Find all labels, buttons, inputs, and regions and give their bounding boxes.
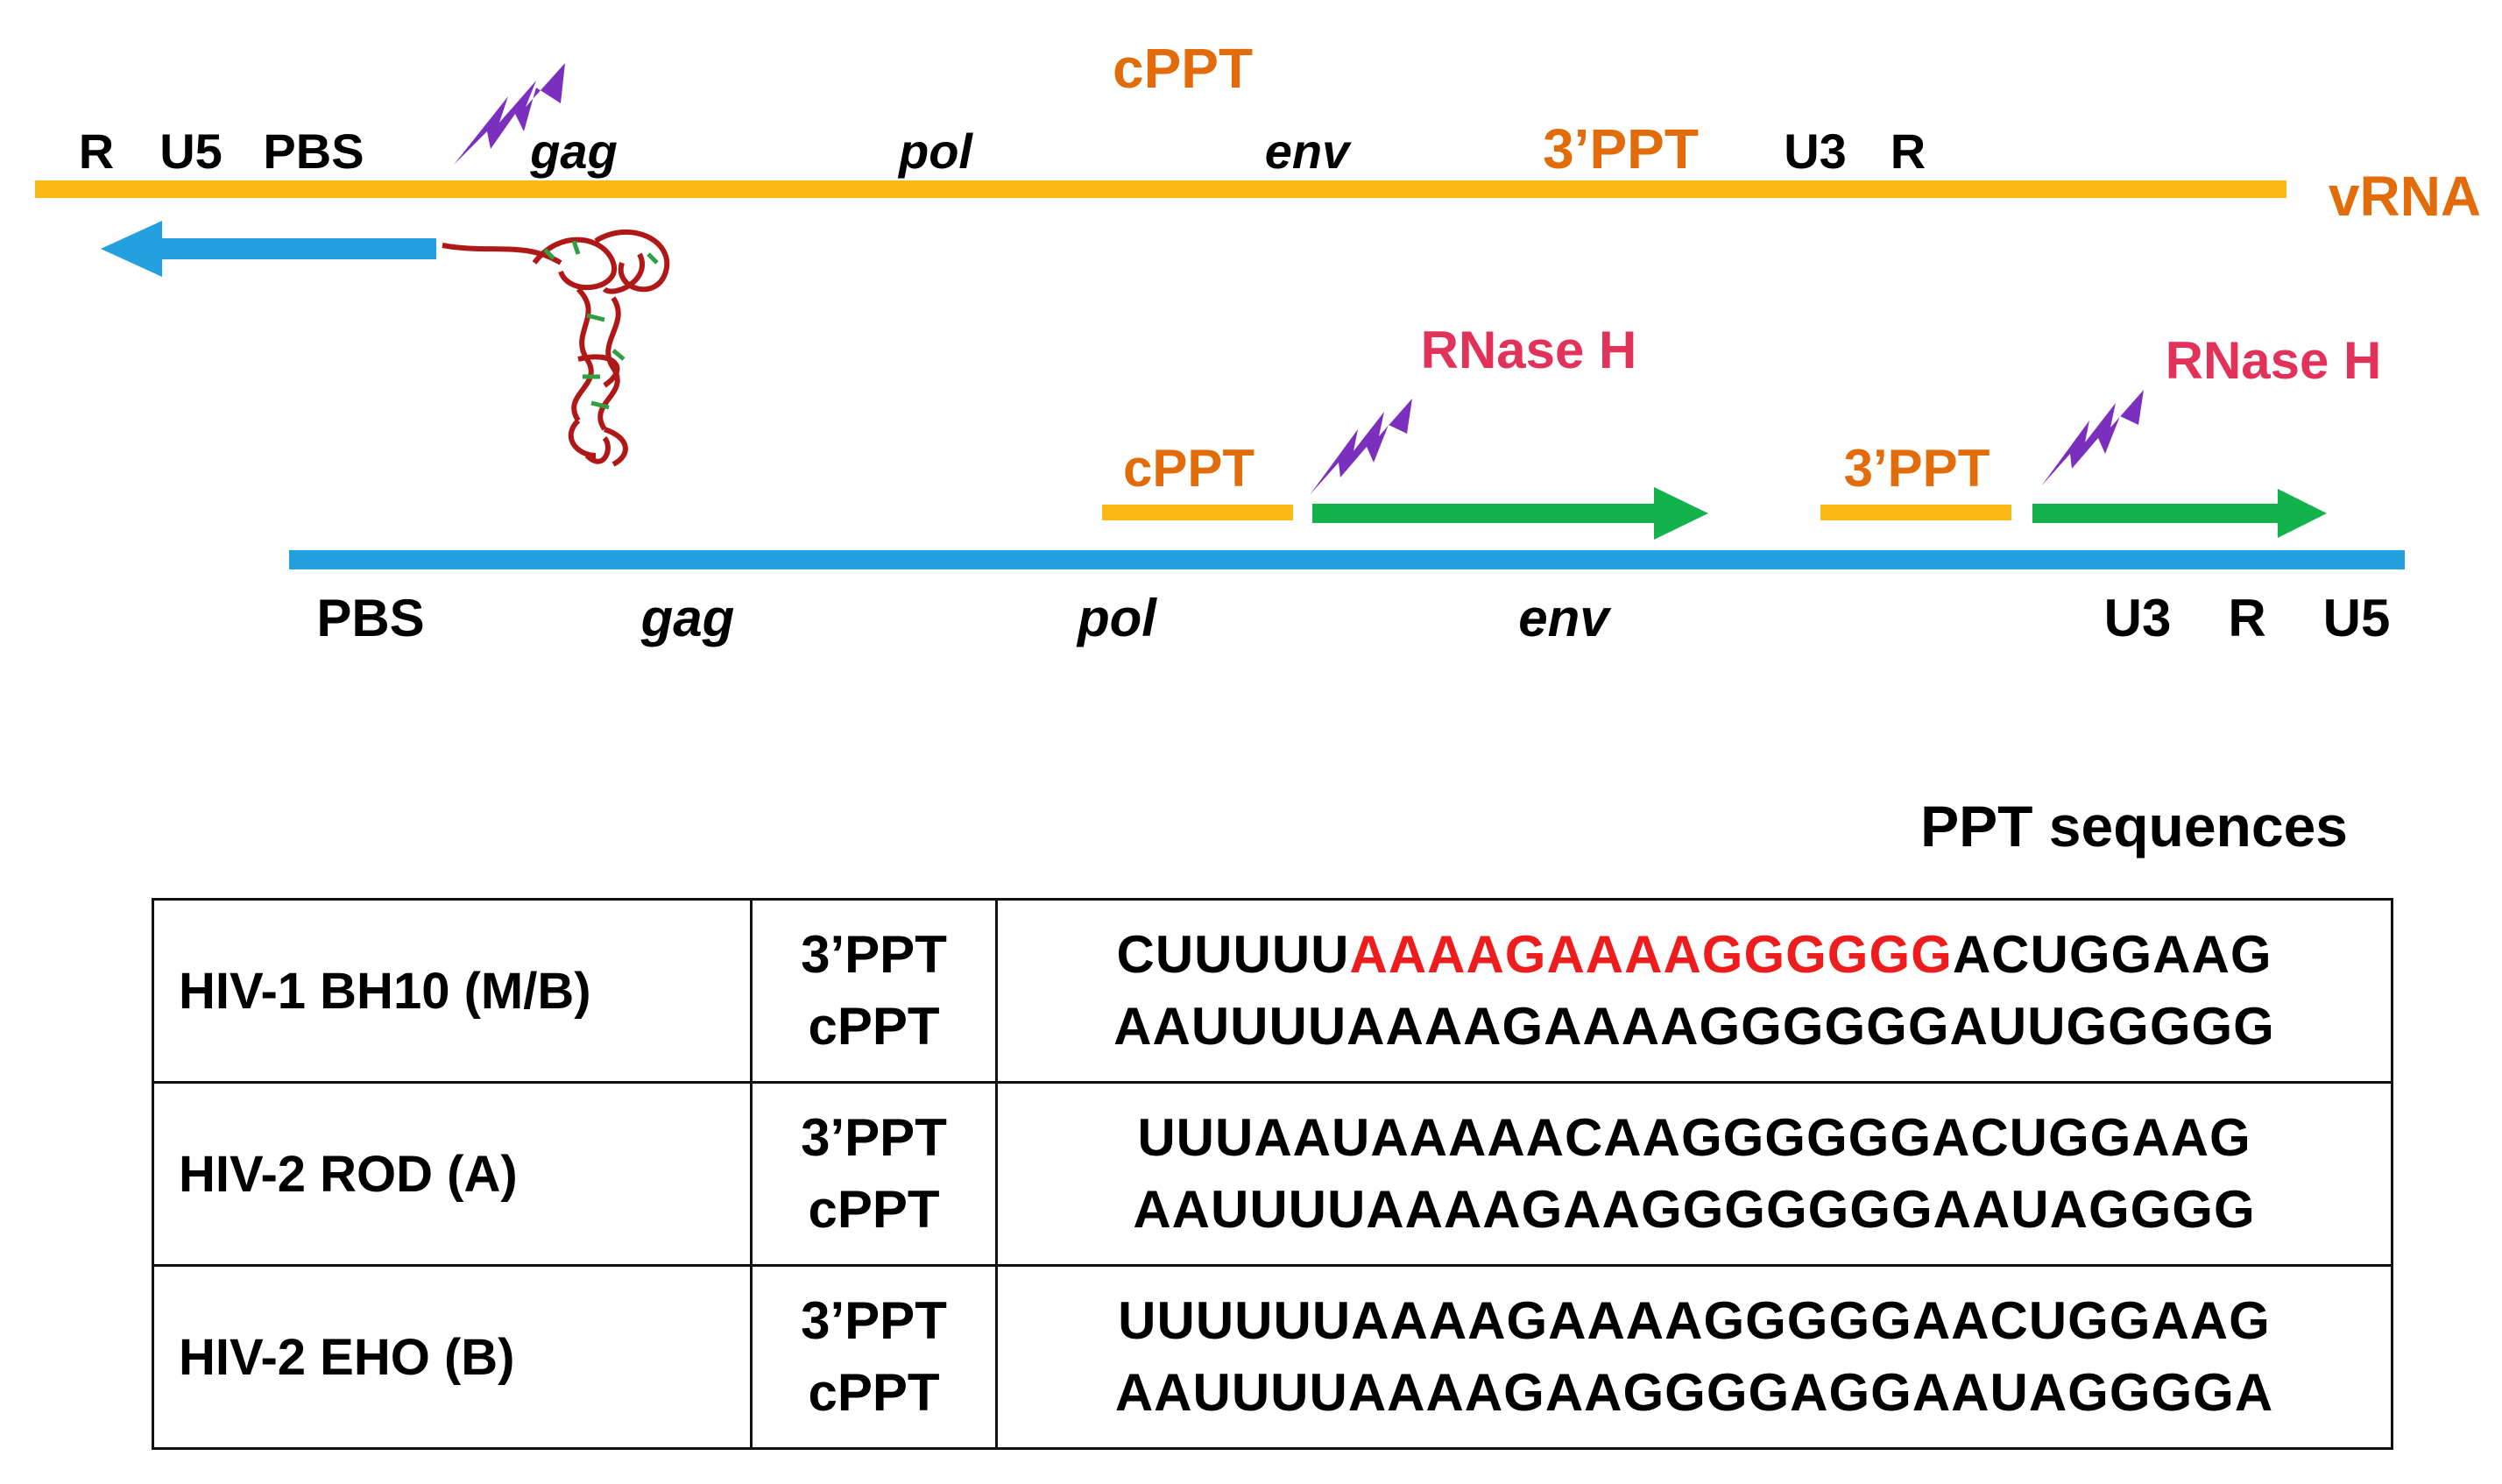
dna-label-gag: gag	[640, 589, 735, 647]
ppt-type-cppt: cPPT	[808, 997, 940, 1056]
arrow-right-icon	[1312, 487, 1708, 540]
table-row: HIV-2 EHO (B) 3’PPT cPPT UUUUUUAAAAGAAAA…	[152, 1264, 2393, 1450]
3ppt-primer-label: 3’PPT	[1844, 439, 1990, 498]
ppt-type-cppt: cPPT	[808, 1363, 940, 1422]
sequence-cppt: AAUUUUAAAAGAAGGGGGGGAAUAGGGG	[1133, 1180, 2256, 1239]
sequence-prefix: CUUUUU	[1116, 925, 1350, 984]
ppt-type-cppt: cPPT	[808, 1180, 940, 1239]
trna-structure-icon	[442, 230, 670, 467]
lightning-icon-rnase-1	[1310, 399, 1412, 495]
sequence-highlight: AAAAGAAAAGGGGGG	[1349, 925, 1953, 984]
ppt-type-3ppt: 3’PPT	[801, 1291, 947, 1350]
3ppt-primer	[1820, 505, 2011, 520]
vrna-label-env: env	[1265, 124, 1352, 179]
sequence-3ppt: UUUUUUAAAAGAAAAGGGGGAACUGGAAG	[1118, 1291, 2271, 1350]
cppt-primer	[1102, 505, 1293, 520]
vrna-label-r2: R	[1891, 124, 1926, 179]
ppt-type-3ppt: 3’PPT	[801, 1108, 947, 1167]
ppt-type-cell: 3’PPT cPPT	[750, 1264, 998, 1450]
vrna-label-r: R	[79, 124, 114, 179]
vrna-label-pol: pol	[897, 124, 973, 179]
ppt-table-title: PPT sequences	[1920, 794, 2348, 859]
dna-label-u5: U5	[2323, 589, 2391, 647]
vrna-strand-label: vRNA	[2329, 165, 2481, 228]
arrow-left-icon	[101, 221, 436, 277]
dna-label-env: env	[1518, 589, 1612, 647]
table-row: HIV-2 ROD (A) 3’PPT cPPT UUUAAUAAAAACAAG…	[152, 1081, 2393, 1267]
strain-cell: HIV-2 EHO (B)	[152, 1264, 753, 1450]
vrna-label-3ppt: 3’PPT	[1543, 117, 1699, 180]
vrna-label-gag: gag	[529, 124, 618, 179]
dna-label-pol: pol	[1076, 589, 1157, 647]
rnase-h-label-2: RNase H	[2166, 331, 2382, 390]
table-row: HIV-1 BH10 (M/B) 3’PPT cPPT CUUUUUAAAAGA…	[152, 898, 2393, 1084]
trna-basepairs	[543, 240, 659, 410]
ppt-type-cell: 3’PPT cPPT	[750, 1081, 998, 1267]
sequence-cell: CUUUUUAAAAGAAAAGGGGGGACUGGAAG AAUUUUAAAA…	[995, 898, 2393, 1084]
vrna-label-pbs: PBS	[263, 124, 364, 179]
arrow-right-icon-2	[2032, 489, 2327, 538]
sequence-suffix: ACUGGAAG	[1952, 925, 2272, 984]
vrna-top-label: cPPT	[1113, 37, 1253, 100]
ppt-type-cell: 3’PPT cPPT	[750, 898, 998, 1084]
sequence-3ppt: CUUUUUAAAAGAAAAGGGGGGACUGGAAG	[998, 919, 2391, 991]
lightning-icon	[454, 63, 565, 165]
dna-label-u3: U3	[2104, 589, 2172, 647]
ppt-type-3ppt: 3’PPT	[801, 925, 947, 984]
dna-strand	[289, 550, 2405, 569]
sequence-cppt: AAUUUUAAAAGAAGGGGAGGAAUAGGGGA	[1114, 1363, 2274, 1422]
strain-cell: HIV-2 ROD (A)	[152, 1081, 753, 1267]
lightning-icon-rnase-2	[2041, 390, 2144, 486]
sequence-cppt: AAUUUUAAAAGAAAAGGGGGGAUUGGGGG	[1113, 997, 2275, 1056]
retroviral-diagram: cPPT R U5 PBS gag pol env 3’PPT U3 R vRN…	[35, 37, 2481, 647]
rnase-h-label-1: RNase H	[1421, 321, 1637, 379]
dna-label-r: R	[2228, 589, 2265, 647]
strain-cell: HIV-1 BH10 (M/B)	[152, 898, 753, 1084]
vrna-label-u5: U5	[159, 124, 223, 179]
vrna-strand	[35, 180, 2286, 198]
sequence-3ppt: UUUAAUAAAAACAAGGGGGGACUGGAAG	[1137, 1108, 2251, 1167]
cppt-primer-label: cPPT	[1123, 439, 1255, 498]
sequence-cell: UUUAAUAAAAACAAGGGGGGACUGGAAG AAUUUUAAAAG…	[995, 1081, 2393, 1267]
vrna-label-u3: U3	[1784, 124, 1847, 179]
ppt-sequence-table: HIV-1 BH10 (M/B) 3’PPT cPPT CUUUUUAAAAGA…	[152, 898, 2393, 1450]
sequence-cell: UUUUUUAAAAGAAAAGGGGGAACUGGAAG AAUUUUAAAA…	[995, 1264, 2393, 1450]
dna-label-pbs: PBS	[316, 589, 424, 647]
